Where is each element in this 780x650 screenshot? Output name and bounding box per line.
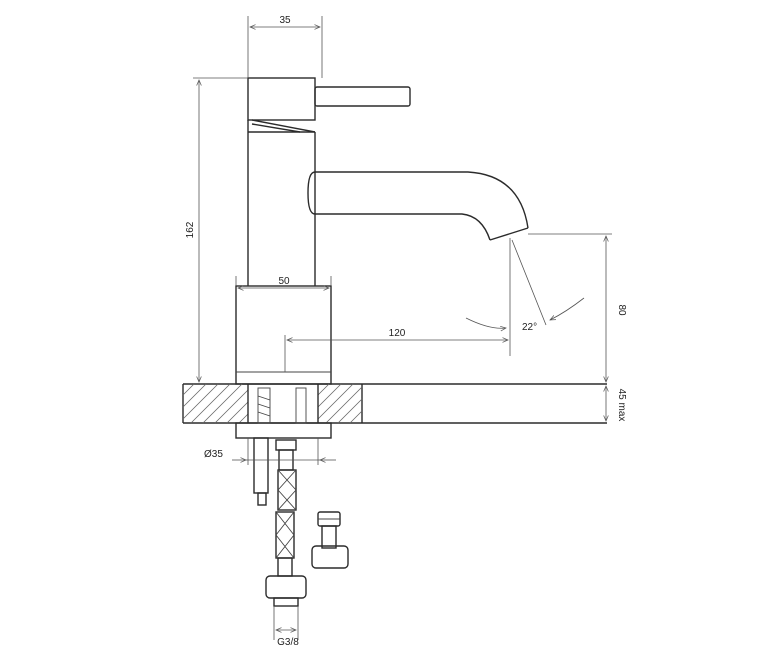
dim-total-height: 162 [185,221,196,238]
dim-spray-angle: 22° [522,322,537,333]
dim-hole-diameter: Ø35 [204,449,223,460]
supply-hoses [253,437,349,607]
dim-spout-height: 80 [616,304,627,316]
faucet-body [247,77,411,286]
spout [307,171,529,241]
faucet-base [235,285,332,385]
dim-base-width: 50 [278,276,290,287]
countertop [182,383,607,439]
dim-max-thickness: 45 max [616,389,627,422]
dim-spout-reach: 120 [389,328,406,339]
dim-lever-width: 35 [279,15,291,26]
dimension-lines [193,16,612,640]
dim-thread-size: G3/8 [277,637,299,648]
